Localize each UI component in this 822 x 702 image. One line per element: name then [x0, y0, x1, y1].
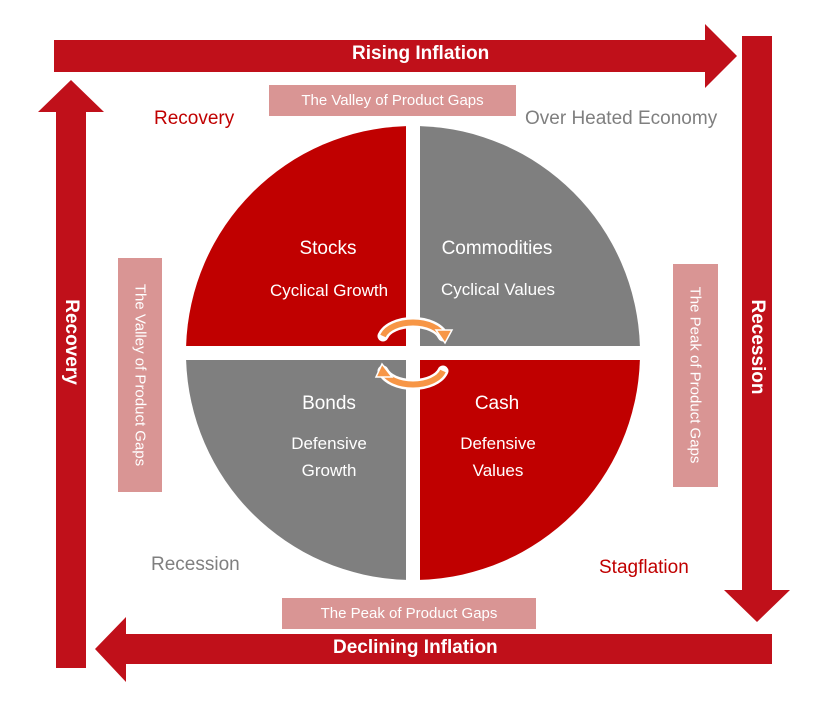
commodities-subtitle: Cyclical Values	[440, 280, 556, 299]
cycle-arrows-icon	[374, 317, 454, 390]
recovery-arrow	[38, 80, 104, 668]
right-gap-box	[673, 264, 718, 487]
recession-arrow	[724, 36, 790, 622]
cash-subtitle-line1: Defensive	[460, 434, 536, 453]
bonds-title: Bonds	[302, 393, 356, 414]
top-gap-label: The Valley of Product Gaps	[301, 92, 484, 109]
stocks-title: Stocks	[299, 238, 357, 259]
left-gap-box	[118, 258, 162, 492]
stocks-subtitle: Cyclical Growth	[269, 281, 389, 300]
commodities-title: Commodities	[441, 238, 553, 259]
commodities-quadrant	[420, 126, 640, 346]
declining-inflation-label: Declining Inflation	[333, 637, 498, 658]
rising-inflation-label: Rising Inflation	[352, 43, 490, 64]
phase-recession: Recession	[151, 554, 240, 575]
left-gap-label: The Valley of Product Gaps	[131, 283, 149, 467]
top-gap-box: The Valley of Product Gaps	[269, 85, 516, 116]
phase-recovery: Recovery	[154, 108, 235, 129]
bonds-quadrant	[186, 360, 406, 580]
bonds-subtitle-line2: Growth	[301, 461, 357, 480]
phase-over-heated-economy: Over Heated Economy	[525, 108, 718, 129]
bonds-subtitle-line1: Defensive	[291, 434, 367, 453]
cash-title: Cash	[474, 393, 520, 414]
recession-arrow-label: Recession	[747, 299, 768, 395]
cash-quadrant	[420, 360, 640, 580]
rising-inflation-arrow	[54, 24, 737, 88]
bottom-gap-label: The Peak of Product Gaps	[320, 605, 498, 622]
bottom-gap-box: The Peak of Product Gaps	[282, 598, 536, 629]
right-gap-label: The Peak of Product Gaps	[686, 286, 704, 464]
cash-subtitle-line2: Values	[472, 461, 524, 480]
stocks-quadrant	[186, 126, 406, 346]
declining-inflation-arrow	[95, 617, 772, 682]
recovery-arrow-label: Recovery	[61, 299, 82, 385]
phase-stagflation: Stagflation	[599, 557, 689, 578]
